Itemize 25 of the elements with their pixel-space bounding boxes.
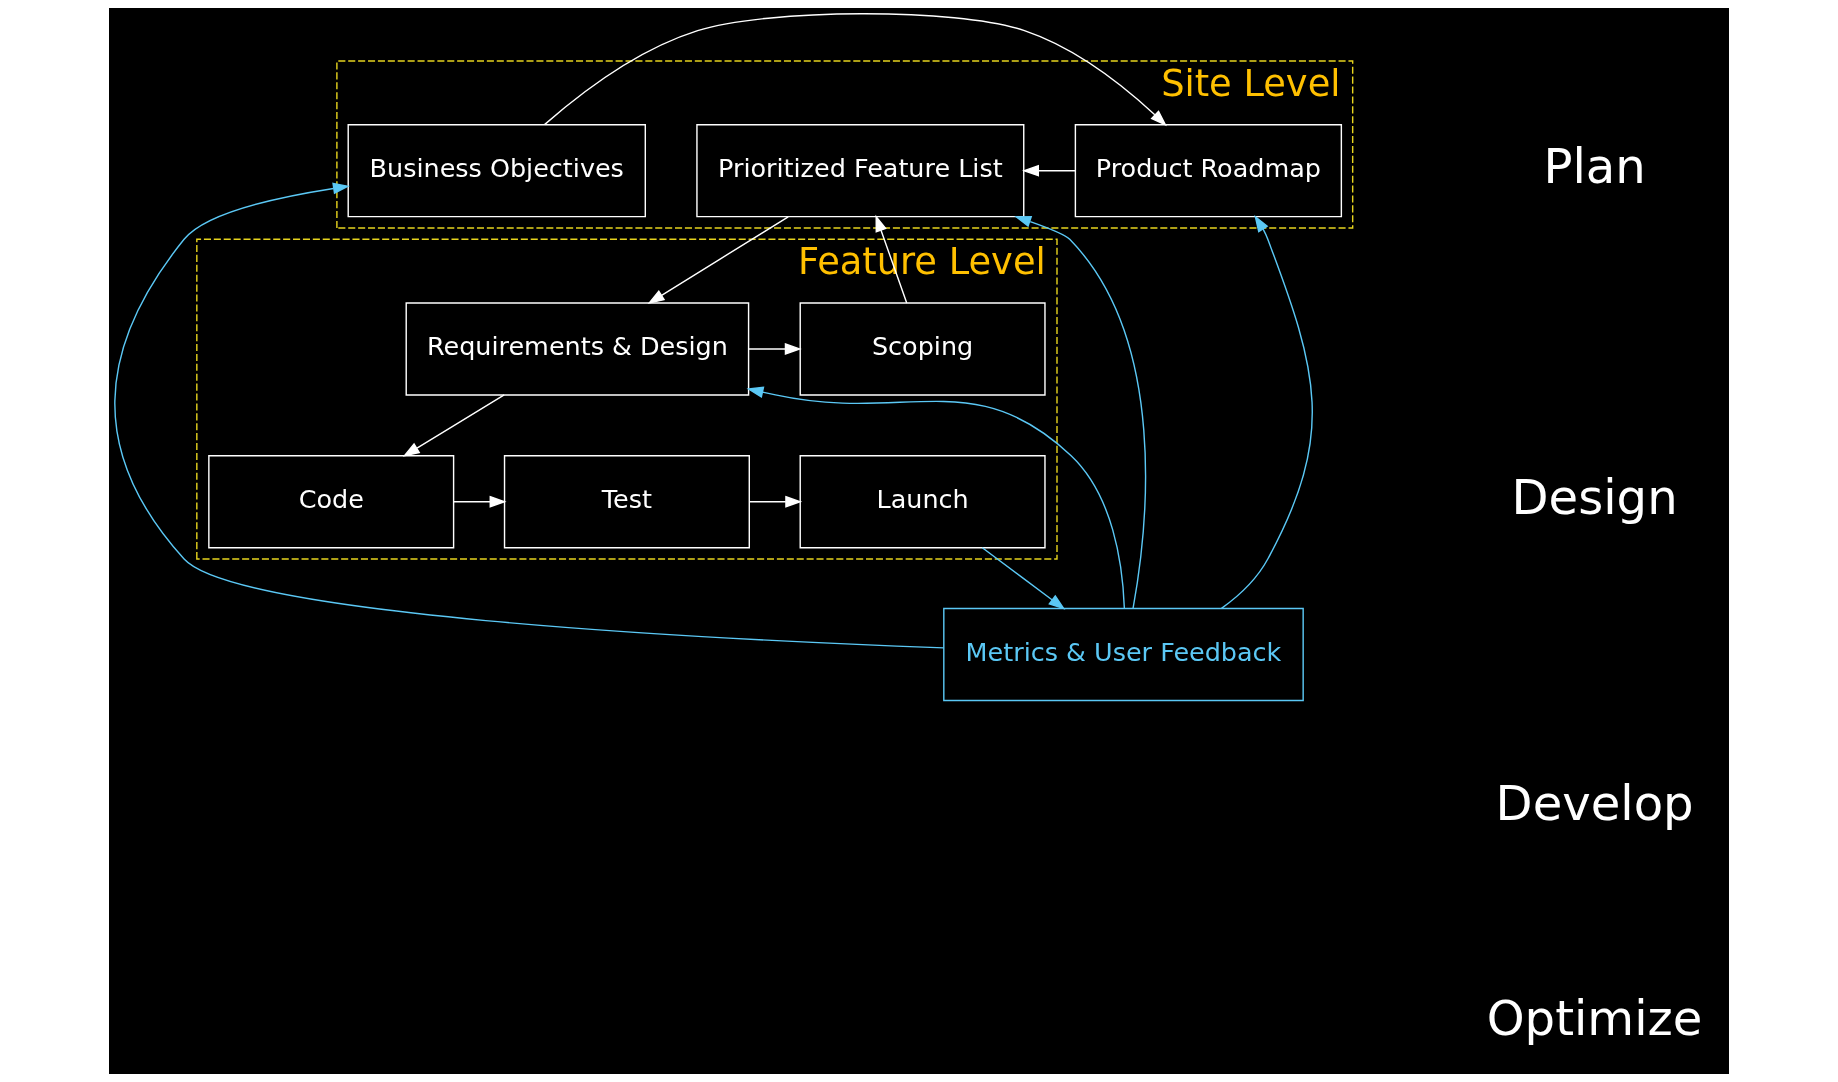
label: Plan [1543, 137, 1646, 194]
label: Optimize [1486, 989, 1703, 1046]
arrow [1220, 215, 1313, 610]
node-box: Launch [799, 455, 1046, 549]
node-box: Test [503, 455, 750, 549]
arrow [1022, 164, 1076, 177]
node-box: Prioritized Feature List [696, 124, 1025, 218]
node-box: Scoping [799, 302, 1046, 396]
arrow [746, 386, 1126, 610]
node-box: Metrics & User Feedback [943, 607, 1304, 702]
label: Develop [1495, 774, 1694, 831]
arrow [114, 182, 945, 649]
arrow [748, 495, 803, 508]
arrow [402, 394, 505, 457]
arrow [1014, 215, 1147, 610]
arrow [647, 216, 789, 304]
arrow [981, 547, 1066, 610]
arrow [543, 13, 1167, 127]
node-box: Business Objectives [347, 124, 646, 218]
arrow [452, 495, 507, 508]
node-box: Product Roadmap [1074, 124, 1343, 218]
node-box: Requirements & Design [405, 302, 750, 396]
label: Design [1511, 469, 1678, 526]
node-box: Code [208, 455, 455, 549]
arrow [747, 343, 802, 355]
